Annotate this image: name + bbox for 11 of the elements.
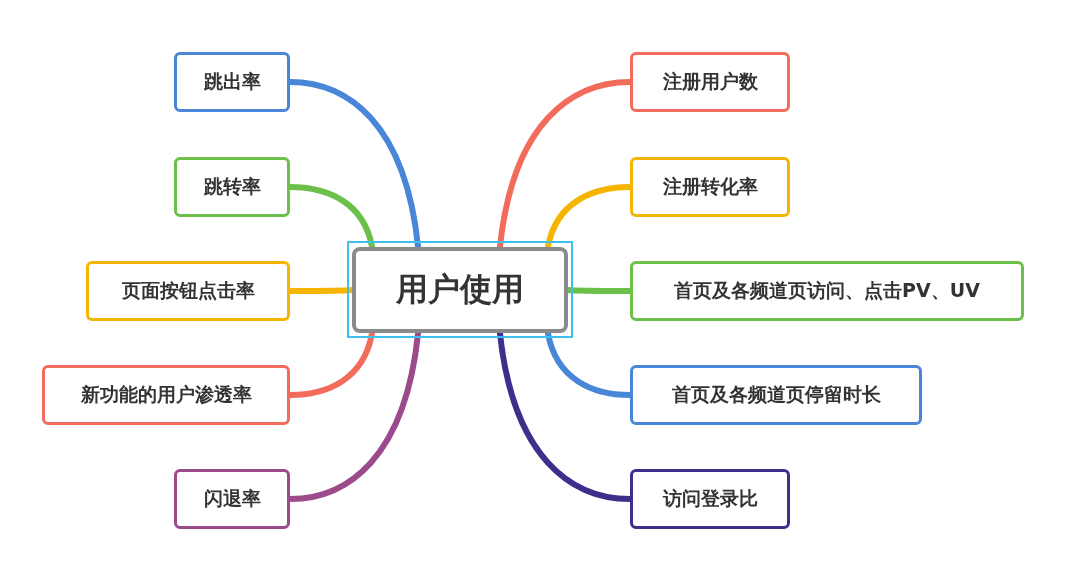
- topic-box: 注册转化率: [630, 157, 790, 217]
- topic-box: 首页及各频道页停留时长: [630, 365, 922, 425]
- central-topic: 用户使用: [352, 247, 568, 333]
- topic-box: 闪退率: [174, 469, 290, 529]
- topic-box: 跳转率: [174, 157, 290, 217]
- topic-box: 页面按钮点击率: [86, 261, 290, 321]
- topic-box: 访问登录比: [630, 469, 790, 529]
- topic-box: 新功能的用户渗透率: [42, 365, 290, 425]
- topic-box: 跳出率: [174, 52, 290, 112]
- topic-box: 注册用户数: [630, 52, 790, 112]
- topic-box: 首页及各频道页访问、点击PV、UV: [630, 261, 1024, 321]
